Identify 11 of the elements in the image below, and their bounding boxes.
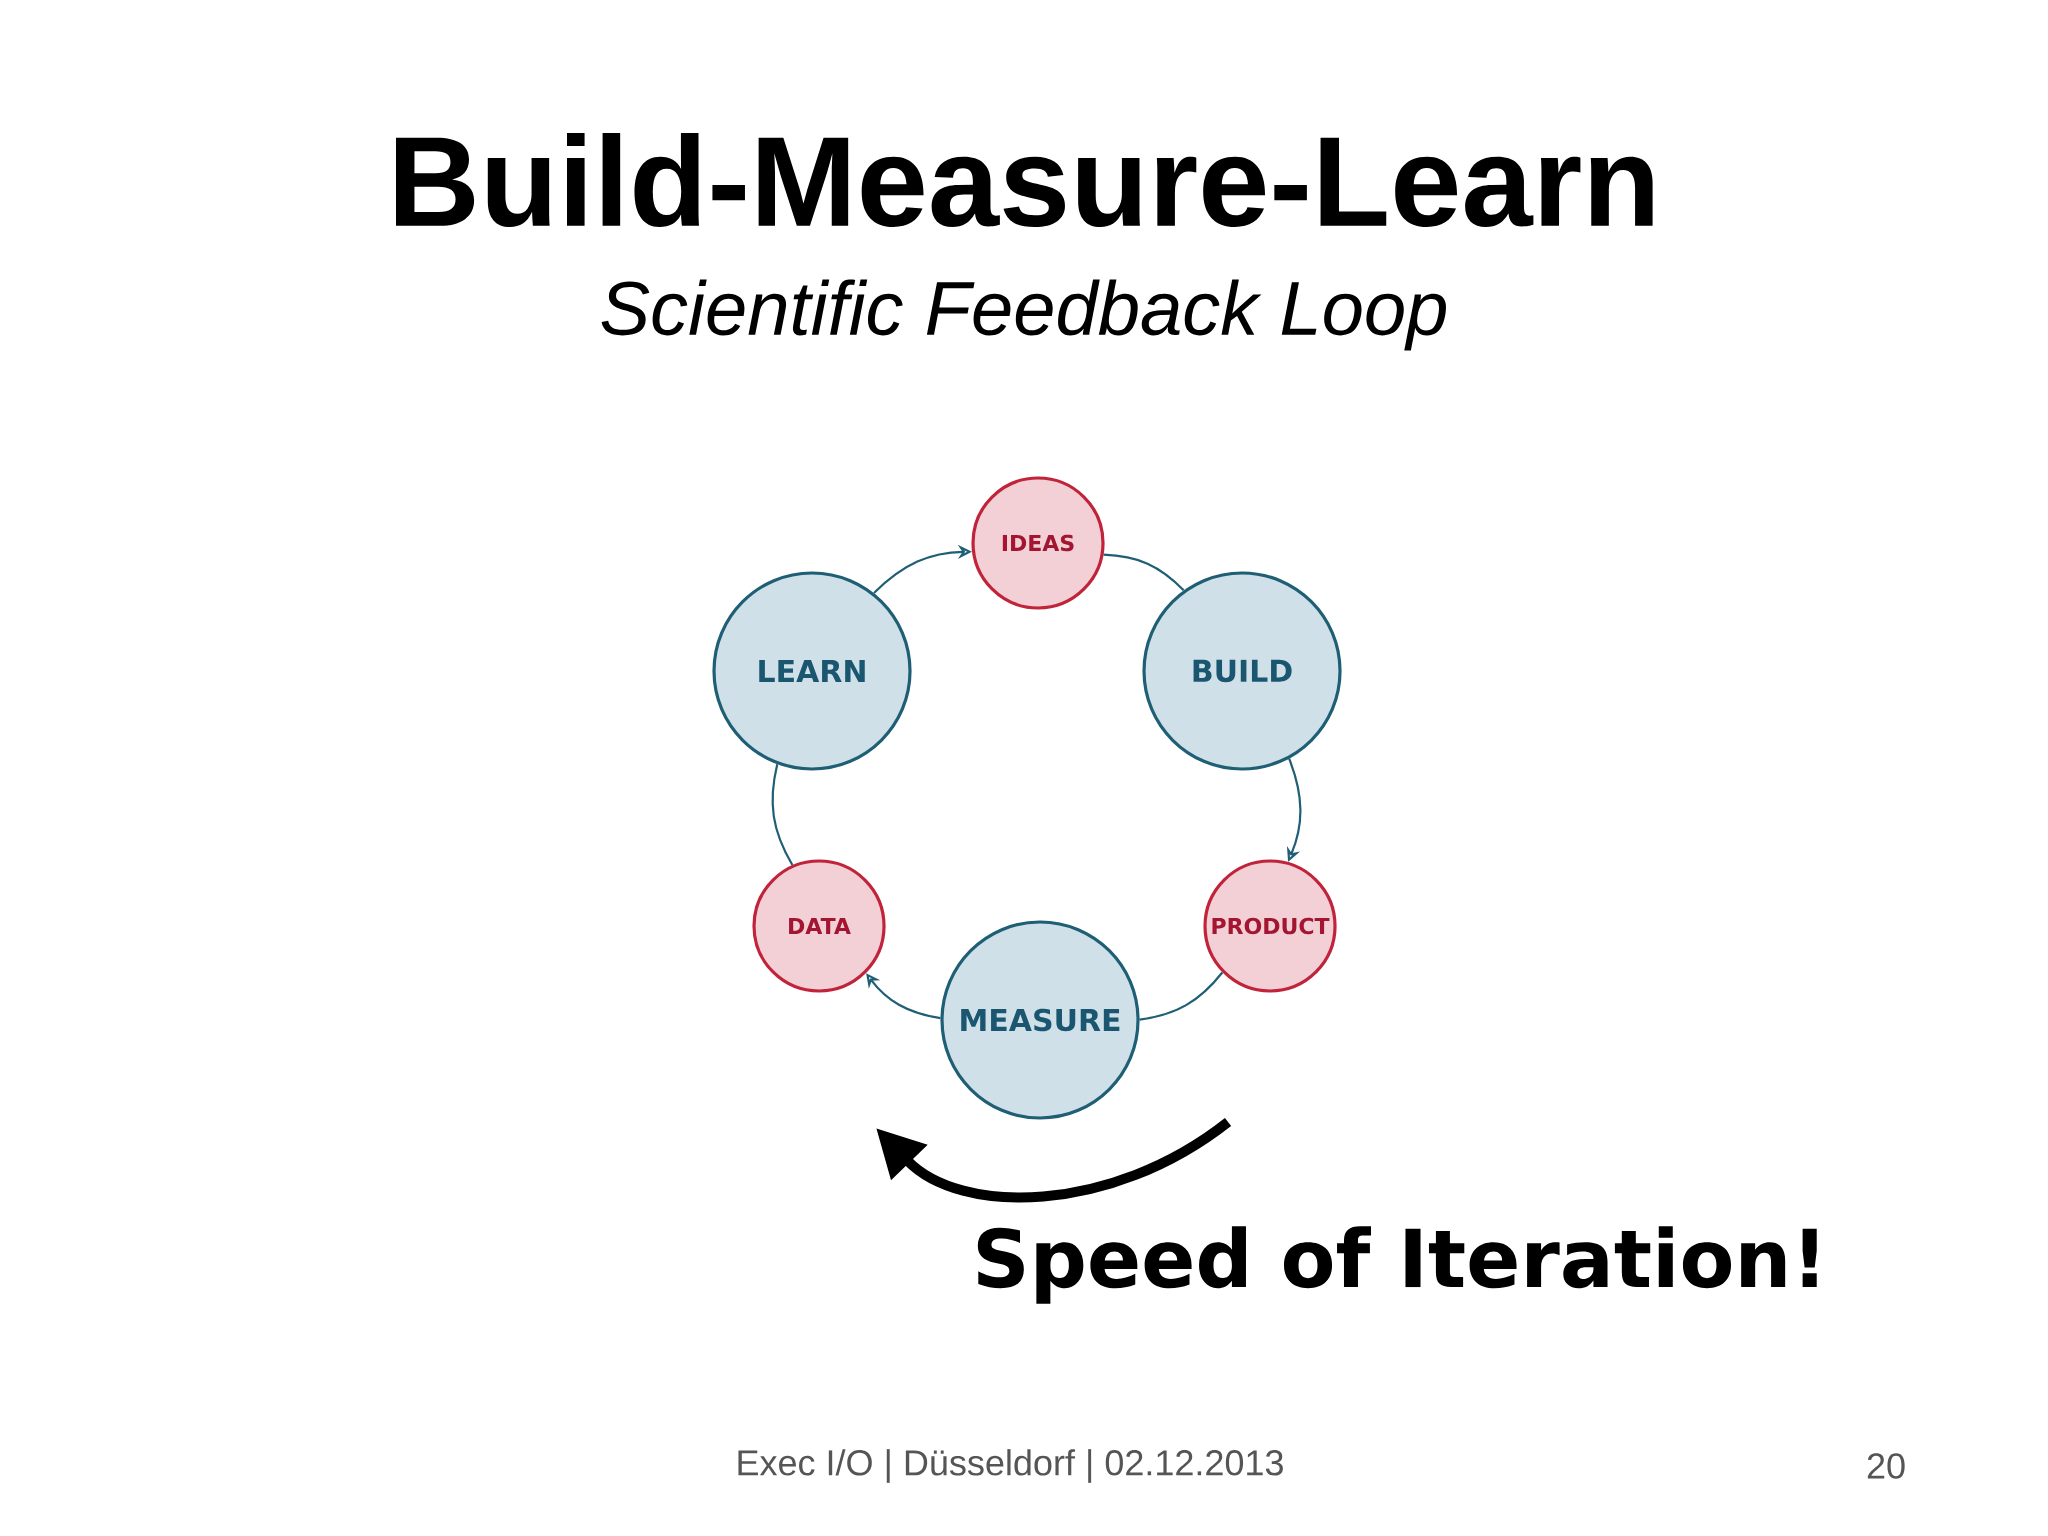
- circle-node: MEASURE: [940, 920, 1140, 1120]
- circle-node: DATA: [752, 859, 886, 993]
- circle-node: PRODUCT: [1203, 859, 1337, 993]
- circle-node: LEARN: [712, 571, 912, 771]
- circle-node: BUILD: [1142, 571, 1342, 771]
- title: Build-Measure-Learn: [396, 133, 1653, 227]
- circle-node: IDEAS: [971, 476, 1105, 610]
- footer-text: Exec I/O | Düsseldorf | 02.12.2013: [738, 1449, 1283, 1483]
- slogan: Speed of Iteration!: [977, 1226, 1817, 1304]
- page-number: 20: [1867, 1453, 1905, 1479]
- subtitle: Scientific Feedback Loop: [601, 279, 1446, 351]
